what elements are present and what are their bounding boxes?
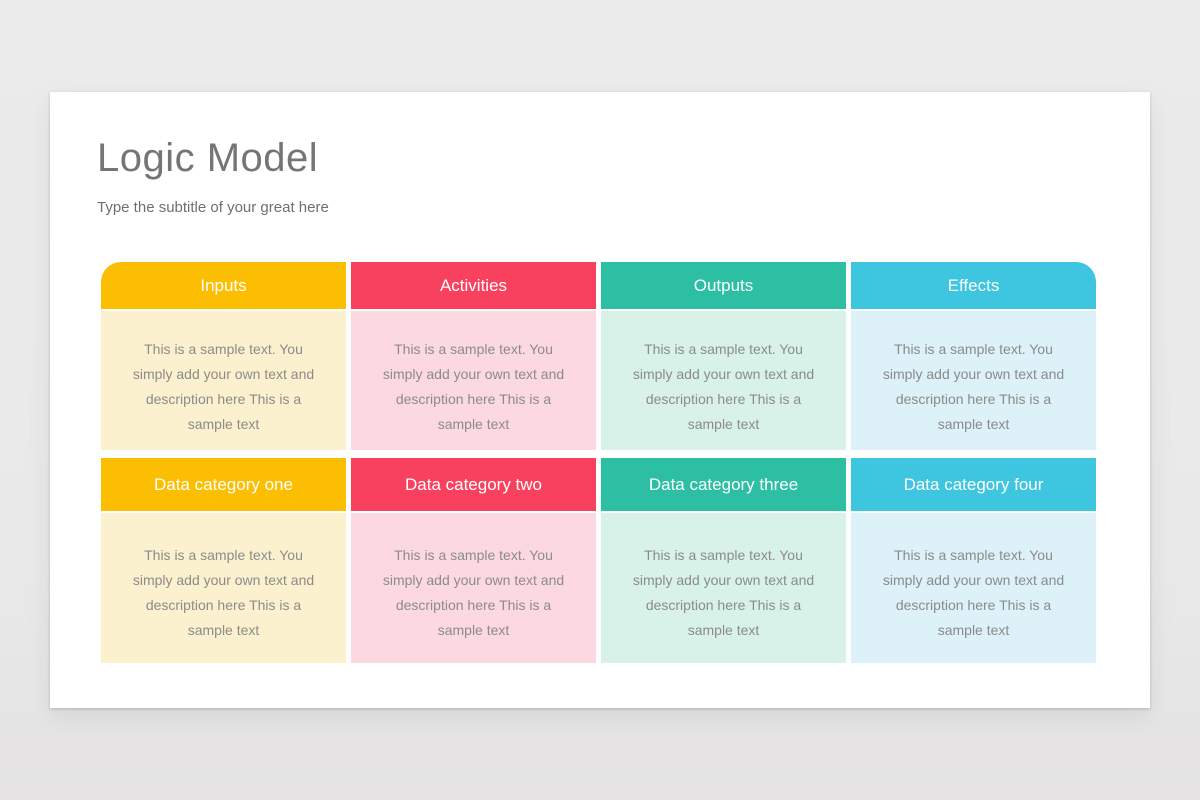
column-effects: Effects This is a sample text. You simpl… [851, 262, 1096, 663]
column-category-header: Data category one [101, 458, 346, 511]
column-body-text: This is a sample text. You simply add yo… [601, 513, 846, 663]
column-category-header: Data category three [601, 458, 846, 511]
column-body-text: This is a sample text. You simply add yo… [601, 311, 846, 450]
column-header: Effects [851, 262, 1096, 309]
column-category-header: Data category four [851, 458, 1096, 511]
slide-canvas: Logic Model Type the subtitle of your gr… [50, 92, 1150, 708]
slide-subtitle: Type the subtitle of your great here [97, 199, 329, 216]
column-body-text: This is a sample text. You simply add yo… [851, 513, 1096, 663]
column-category-header: Data category two [351, 458, 596, 511]
column-header: Activities [351, 262, 596, 309]
column-body-text: This is a sample text. You simply add yo… [351, 311, 596, 450]
column-inputs: Inputs This is a sample text. You simply… [101, 262, 346, 663]
column-header: Outputs [601, 262, 846, 309]
slide-title: Logic Model [97, 136, 319, 180]
column-header: Inputs [101, 262, 346, 309]
column-body-text: This is a sample text. You simply add yo… [101, 513, 346, 663]
column-body-text: This is a sample text. You simply add yo… [101, 311, 346, 450]
column-body-text: This is a sample text. You simply add yo… [851, 311, 1096, 450]
column-activities: Activities This is a sample text. You si… [351, 262, 596, 663]
column-outputs: Outputs This is a sample text. You simpl… [601, 262, 846, 663]
logic-model-table: Inputs This is a sample text. You simply… [101, 262, 1096, 663]
column-body-text: This is a sample text. You simply add yo… [351, 513, 596, 663]
